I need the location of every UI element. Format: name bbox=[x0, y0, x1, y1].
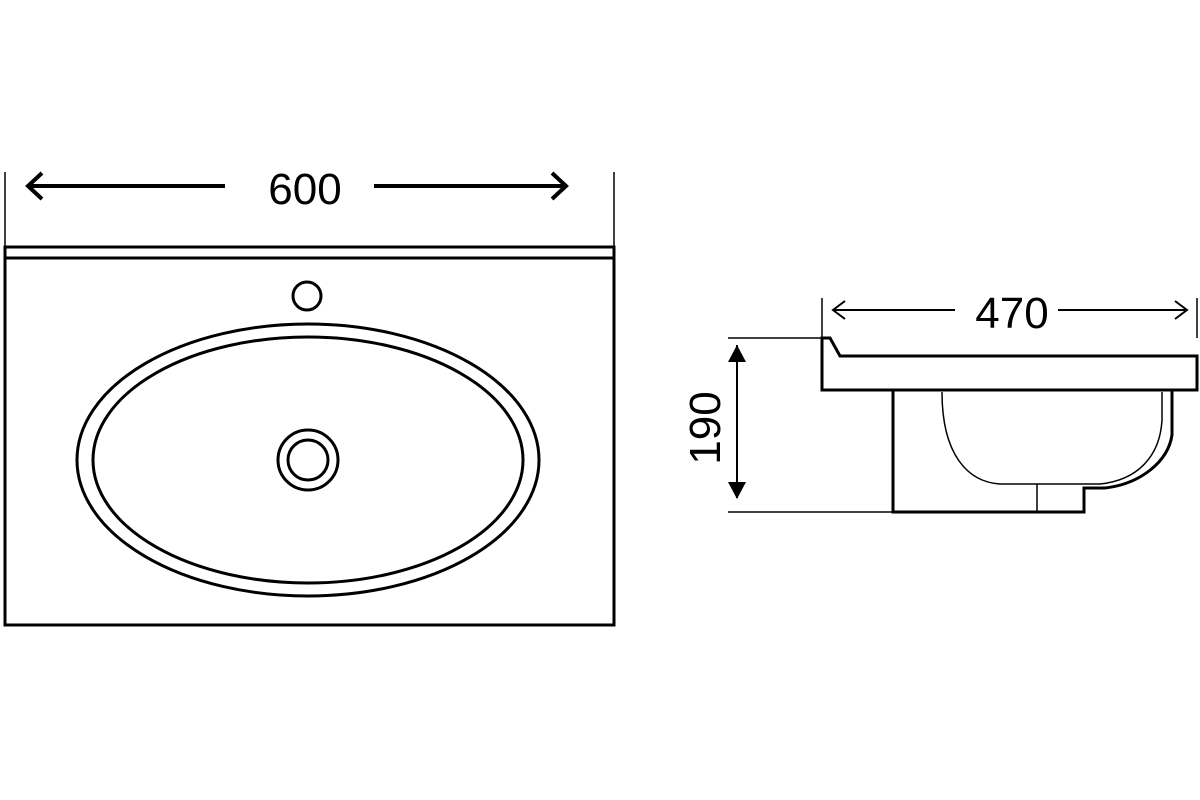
countertop-side-profile bbox=[820, 336, 1199, 392]
side-view: 470 190 bbox=[681, 289, 1199, 514]
depth-arrowhead-right bbox=[1174, 300, 1189, 320]
depth-dimension: 470 bbox=[831, 289, 1189, 338]
bowl-outer-rim bbox=[75, 322, 541, 598]
width-arrowhead-left bbox=[25, 171, 44, 201]
height-arrowhead-top bbox=[728, 345, 746, 362]
drain-inner bbox=[286, 438, 330, 482]
top-view: 600 bbox=[3, 165, 616, 627]
width-dimension-label: 600 bbox=[268, 165, 341, 214]
depth-dimension-label: 470 bbox=[975, 289, 1048, 338]
height-dimension: 190 bbox=[681, 345, 746, 499]
height-arrowhead-bottom bbox=[728, 482, 746, 499]
bowl-inner-rim bbox=[91, 335, 525, 585]
depth-arrowhead-left bbox=[831, 300, 846, 320]
width-dimension: 600 bbox=[25, 165, 569, 214]
width-arrowhead-right bbox=[550, 171, 569, 201]
bowl-inner-contour bbox=[941, 391, 1163, 485]
countertop-outline bbox=[3, 245, 616, 627]
faucet-hole bbox=[291, 280, 323, 312]
height-dimension-label: 190 bbox=[681, 391, 730, 464]
drain-outer bbox=[276, 428, 340, 492]
bowl-side-body bbox=[891, 390, 1174, 514]
